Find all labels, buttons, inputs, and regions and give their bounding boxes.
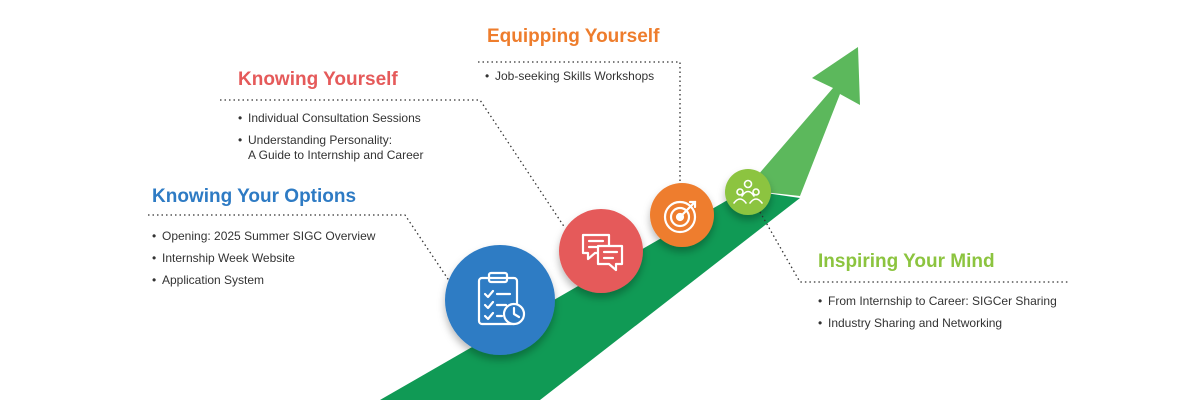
stage-list-inspiring: From Internship to Career: SIGCer Sharin… (818, 294, 1057, 338)
stage-list-knowing: Individual Consultation Sessions Underst… (238, 111, 423, 170)
clipboard-clock-icon (477, 271, 526, 326)
connector-options (148, 214, 451, 283)
chat-bubbles-icon (581, 233, 624, 272)
list-item-line: Understanding Personality: (248, 133, 393, 147)
stage-title-knowing: Knowing Yourself (238, 69, 398, 90)
people-group-icon (733, 179, 763, 204)
list-item: Job-seeking Skills Workshops (485, 69, 654, 84)
stage-list-equipping: Job-seeking Skills Workshops (485, 69, 654, 91)
connector-lines (148, 61, 1070, 283)
list-item: Internship Week Website (152, 251, 375, 266)
list-item: From Internship to Career: SIGCer Sharin… (818, 294, 1057, 309)
list-item-line: A Guide to Internship and Career (248, 148, 424, 162)
stage-title-inspiring: Inspiring Your Mind (818, 251, 995, 272)
stage-circle-options (445, 245, 555, 355)
stage-title-options: Knowing Your Options (152, 186, 357, 207)
list-item: Opening: 2025 Summer SIGC Overview (152, 229, 375, 244)
list-item: Individual Consultation Sessions (238, 111, 423, 126)
list-item: Industry Sharing and Networking (818, 316, 1057, 331)
list-item: Application System (152, 273, 375, 288)
stage-list-options: Opening: 2025 Summer SIGC Overview Inter… (152, 229, 375, 295)
growth-arrow (745, 47, 860, 196)
connector-knowing (220, 99, 566, 229)
stage-title-equipping: Equipping Yourself (487, 26, 660, 47)
target-icon (663, 200, 697, 234)
list-item: Understanding Personality: A Guide to In… (238, 133, 423, 163)
